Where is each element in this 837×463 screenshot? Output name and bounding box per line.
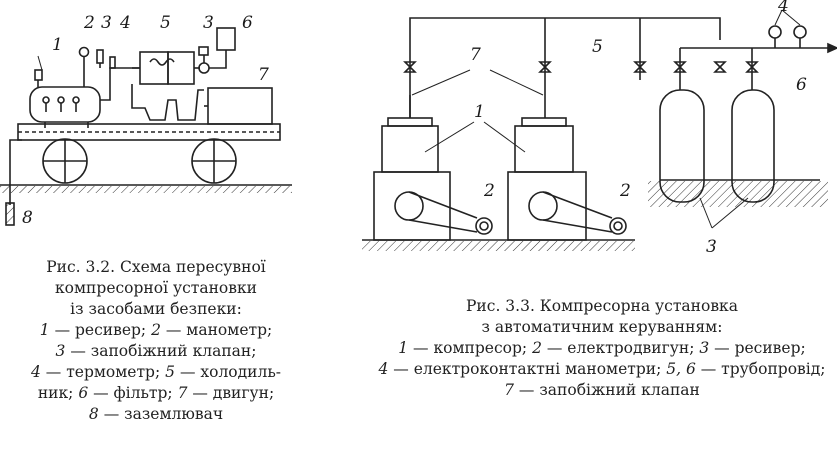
compressor-cooler bbox=[131, 51, 204, 121]
caption-legend-line: 4 — електроконтактні манометри; 5, 6 — т… bbox=[368, 359, 836, 380]
legend-num: 2 bbox=[151, 321, 161, 339]
legend-text: — електродвигун; bbox=[541, 339, 700, 357]
legend-num: 8 bbox=[88, 405, 99, 423]
wheel-left bbox=[42, 138, 88, 184]
legend-num: 4 bbox=[30, 363, 41, 381]
legend-num: 3 bbox=[699, 339, 710, 357]
wheel-right bbox=[191, 138, 237, 184]
caption-legend-line: 3 — запобіжний клапан; bbox=[2, 341, 310, 362]
label-1: 1 bbox=[474, 102, 485, 122]
label-3: 3 bbox=[706, 237, 717, 257]
legend-text: — компресор; bbox=[408, 339, 533, 357]
legend-text: — трубопровід; bbox=[695, 360, 826, 378]
legend-text: — запобіжний клапан bbox=[514, 381, 700, 399]
legend-num: 7 bbox=[504, 381, 514, 399]
legend-num: 1 bbox=[39, 321, 50, 339]
caption-legend-line: 1 — ресивер; 2 — манометр; bbox=[2, 320, 310, 341]
label-3-second: 3 bbox=[203, 13, 214, 33]
caption-legend-line: 7 — запобіжний клапан bbox=[368, 380, 836, 401]
legend-text: — електроконтактні манометри; bbox=[388, 360, 667, 378]
legend-text: — фільтр; bbox=[88, 384, 178, 402]
legend-text: — заземлювач bbox=[98, 405, 224, 423]
label-3: 3 bbox=[101, 13, 112, 33]
legend-text: — холодиль- bbox=[175, 363, 282, 381]
safety-valves bbox=[403, 61, 759, 118]
figure-3-2-drawing bbox=[0, 27, 292, 226]
legend-num: 5, 6 bbox=[666, 360, 696, 378]
label-7: 7 bbox=[470, 45, 481, 65]
caption-legend-line: 8 — заземлювач bbox=[2, 404, 310, 425]
caption-title-line: Рис. 3.3. Компресорна установка bbox=[466, 297, 738, 315]
caption-title-line: із засобами безпеки: bbox=[70, 300, 242, 318]
legend-num: 4 bbox=[378, 360, 389, 378]
label-8: 8 bbox=[22, 208, 33, 228]
figure-3-3-drawing bbox=[362, 9, 837, 251]
legend-text: — ресивер; bbox=[709, 339, 806, 357]
legend-text: — ресивер; bbox=[49, 321, 152, 339]
legend-num: 5 bbox=[165, 363, 176, 381]
label-5: 5 bbox=[592, 37, 603, 57]
legend-text: — двигун; bbox=[187, 384, 275, 402]
legend-text: — термометр; bbox=[40, 363, 166, 381]
caption-legend-line: 4 — термометр; 5 — холодиль- bbox=[2, 362, 310, 383]
figure-3-2-caption: Рис. 3.2. Схема пересувної компресорної … bbox=[2, 257, 310, 425]
label-6: 6 bbox=[242, 13, 253, 33]
legend-num: 3 bbox=[55, 342, 66, 360]
caption-title-line: Рис. 3.2. Схема пересувної bbox=[46, 258, 266, 276]
label-2: 2 bbox=[83, 13, 95, 33]
compressor-unit-left bbox=[373, 117, 493, 241]
legend-num: 6 bbox=[78, 384, 89, 402]
figure-3-3-labels: 7 5 4 6 1 2 2 3 bbox=[470, 0, 807, 257]
caption-legend-line: ник; 6 — фільтр; 7 — двигун; bbox=[2, 383, 310, 404]
caption-title-line: компресорної установки bbox=[54, 279, 257, 297]
compressor-unit-right bbox=[507, 117, 627, 241]
legend-text: — запобіжний клапан; bbox=[65, 342, 257, 360]
legend-num: 1 bbox=[398, 339, 409, 357]
figure-3-2-labels: 1 2 3 4 5 3 6 7 8 bbox=[22, 13, 269, 228]
caption-title-line: з автоматичним керуванням: bbox=[481, 318, 723, 336]
legend-num: 7 bbox=[177, 384, 188, 402]
receiver bbox=[29, 86, 101, 128]
figure-3-3-caption: Рис. 3.3. Компресорна установка з автома… bbox=[368, 296, 836, 401]
legend-text: ник; bbox=[37, 384, 79, 402]
label-2-right: 2 bbox=[619, 181, 631, 201]
legend-text: — манометр; bbox=[160, 321, 273, 339]
caption-legend-line: 1 — компресор; 2 — електродвигун; 3 — ре… bbox=[368, 338, 836, 359]
label-2-left: 2 bbox=[483, 181, 495, 201]
receivers bbox=[648, 82, 828, 229]
label-6: 6 bbox=[796, 75, 807, 95]
label-4: 4 bbox=[119, 13, 131, 33]
label-1: 1 bbox=[52, 35, 63, 55]
label-7: 7 bbox=[258, 65, 269, 85]
label-5: 5 bbox=[160, 13, 171, 33]
legend-num: 2 bbox=[532, 339, 542, 357]
label-4: 4 bbox=[777, 0, 789, 16]
